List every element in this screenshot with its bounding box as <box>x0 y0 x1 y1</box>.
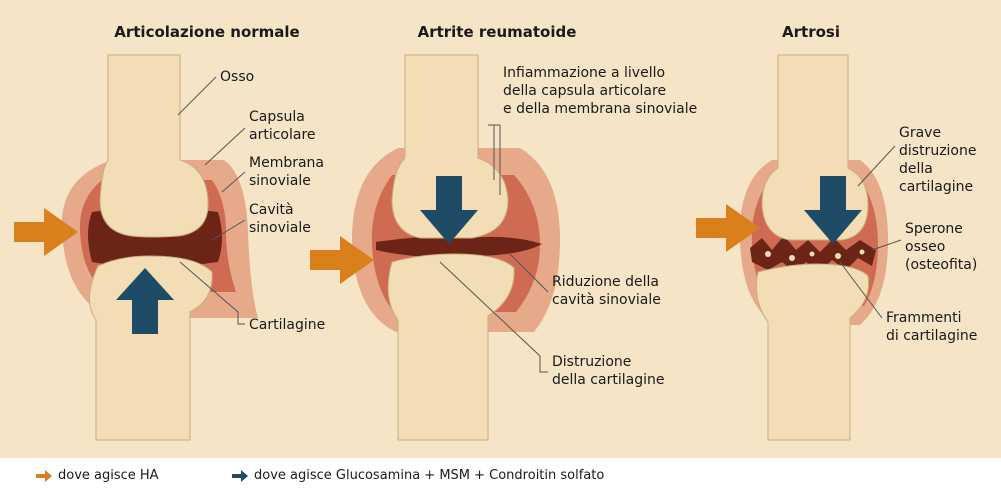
label-grave-2: distruzione <box>899 143 976 159</box>
label-grave-3: della <box>899 161 933 177</box>
label-osso: Osso <box>220 69 254 85</box>
label-cavita-1: Cavità <box>249 202 294 218</box>
cartilage-fragment <box>765 251 771 257</box>
label-membrana-2: sinoviale <box>249 173 311 189</box>
label-infiammazione-3: e della membrana sinoviale <box>503 101 697 117</box>
label-riduzione-1: Riduzione della <box>552 274 659 290</box>
legend-label-glucosamina: dove agisce Glucosamina + MSM + Condroit… <box>254 468 604 483</box>
cartilage-fragment <box>860 250 865 255</box>
blue-arrow-icon <box>232 470 248 482</box>
cartilage-fragment <box>810 252 815 257</box>
orange-arrow-icon <box>36 470 52 482</box>
label-riduzione-2: cavità sinoviale <box>552 292 661 308</box>
label-grave-1: Grave <box>899 125 941 141</box>
label-capsula-2: articolare <box>249 127 316 143</box>
panel-title-artrosi: Artrosi <box>782 23 840 41</box>
label-sperone-1: Sperone <box>905 221 963 237</box>
legend-item-glucosamina: dove agisce Glucosamina + MSM + Condroit… <box>232 468 604 483</box>
cartilage-fragment <box>835 253 841 259</box>
label-infiammazione-1: Infiammazione a livello <box>503 65 665 81</box>
cartilage-fragment <box>789 255 795 261</box>
label-sperone-3: (osteofita) <box>905 257 977 273</box>
label-membrana-1: Membrana <box>249 155 324 171</box>
label-frammenti-1: Frammenti <box>886 310 962 326</box>
legend-label-ha: dove agisce HA <box>58 468 159 483</box>
label-cartilagine: Cartilagine <box>249 317 325 333</box>
legend-item-ha: dove agisce HA <box>36 468 159 483</box>
diagram-canvas: Articolazione normale Osso Capsula artic… <box>0 0 1001 458</box>
label-frammenti-2: di cartilagine <box>886 328 977 344</box>
label-cavita-2: sinoviale <box>249 220 311 236</box>
label-capsula-1: Capsula <box>249 109 305 125</box>
label-distruzione-1: Distruzione <box>552 354 631 370</box>
legend: dove agisce HA dove agisce Glucosamina +… <box>0 458 1001 496</box>
panel-title-rheumatoid: Artrite reumatoide <box>418 23 577 41</box>
label-infiammazione-2: della capsula articolare <box>503 83 666 99</box>
label-distruzione-2: della cartilagine <box>552 372 664 388</box>
label-sperone-2: osseo <box>905 239 945 255</box>
panel-title-normal: Articolazione normale <box>114 23 299 41</box>
label-grave-4: cartilagine <box>899 179 973 195</box>
